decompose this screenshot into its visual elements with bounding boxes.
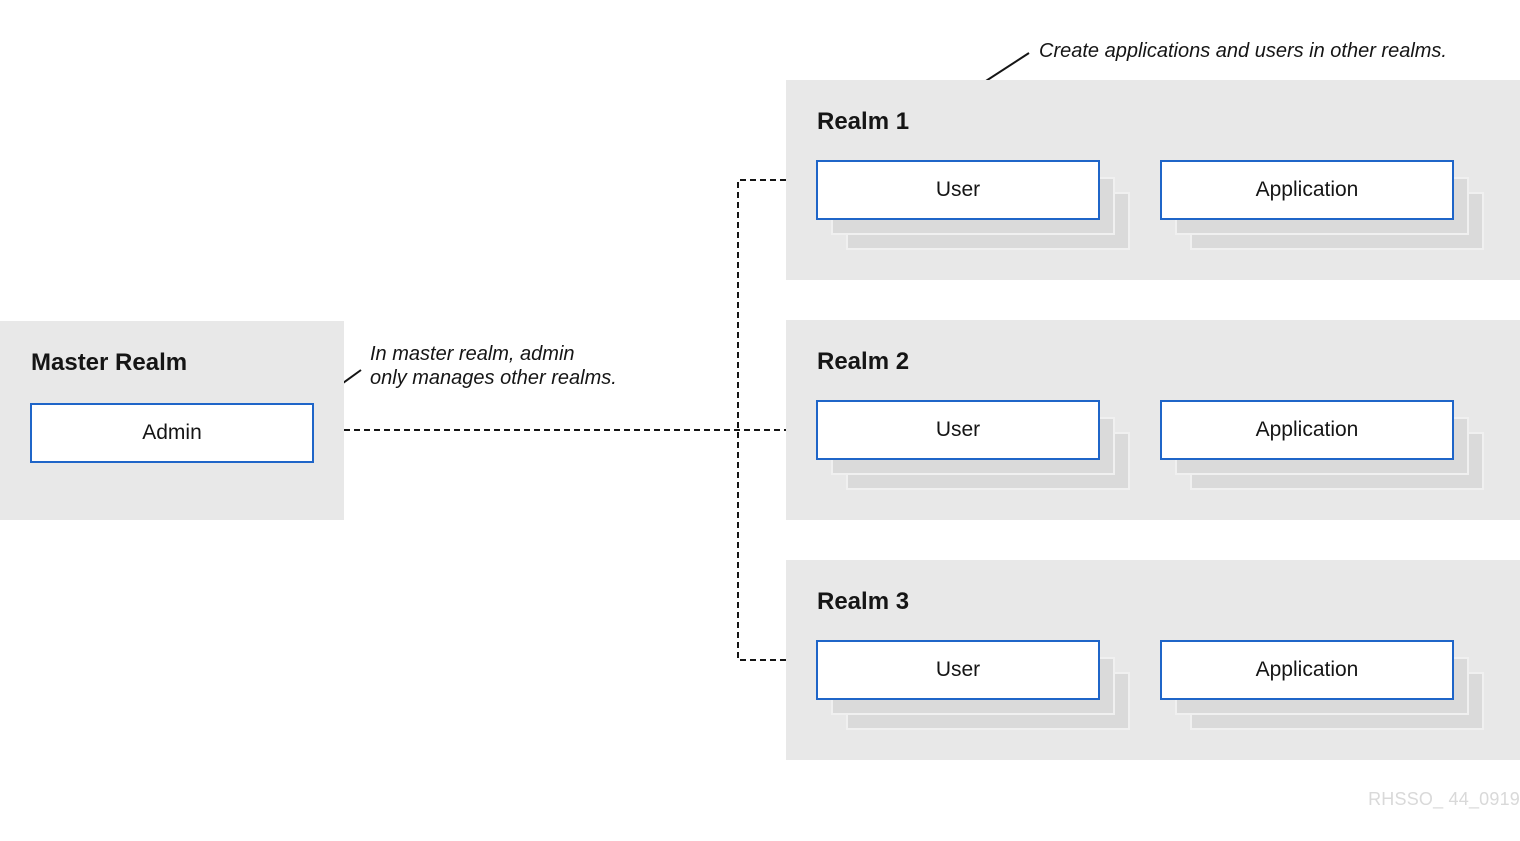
figure-id-watermark: RHSSO_ 44_0919 (1368, 789, 1520, 809)
realm-3-application-node: Application (1160, 640, 1454, 700)
realm-bracket-dashed-line (737, 179, 786, 661)
master-realm-note-line1: In master realm, admin (370, 343, 575, 365)
realm-1-application-node: Application (1160, 160, 1454, 220)
master-realm-note: In master realm, admin only manages othe… (370, 342, 617, 390)
realm-3-title: Realm 3 (817, 588, 910, 615)
master-realm-title: Master Realm (31, 349, 188, 376)
realm-1-title: Realm 1 (817, 108, 910, 135)
realm-2-panel: Realm 2 User Application (786, 320, 1520, 520)
master-realm-panel: Master Realm Admin (0, 321, 344, 520)
realm-3-user-node: User (816, 640, 1100, 700)
realm-1-user-node: User (816, 160, 1100, 220)
realm-3-panel: Realm 3 User Application (786, 560, 1520, 760)
top-note: Create applications and users in other r… (1039, 40, 1447, 62)
admin-node: Admin (30, 403, 314, 463)
realm-2-application-node: Application (1160, 400, 1454, 460)
realm-2-user-node: User (816, 400, 1100, 460)
master-realm-note-line2: only manages other realms. (370, 367, 617, 389)
realm-2-title: Realm 2 (817, 348, 910, 375)
realm-1-panel: Realm 1 User Application (786, 80, 1520, 280)
